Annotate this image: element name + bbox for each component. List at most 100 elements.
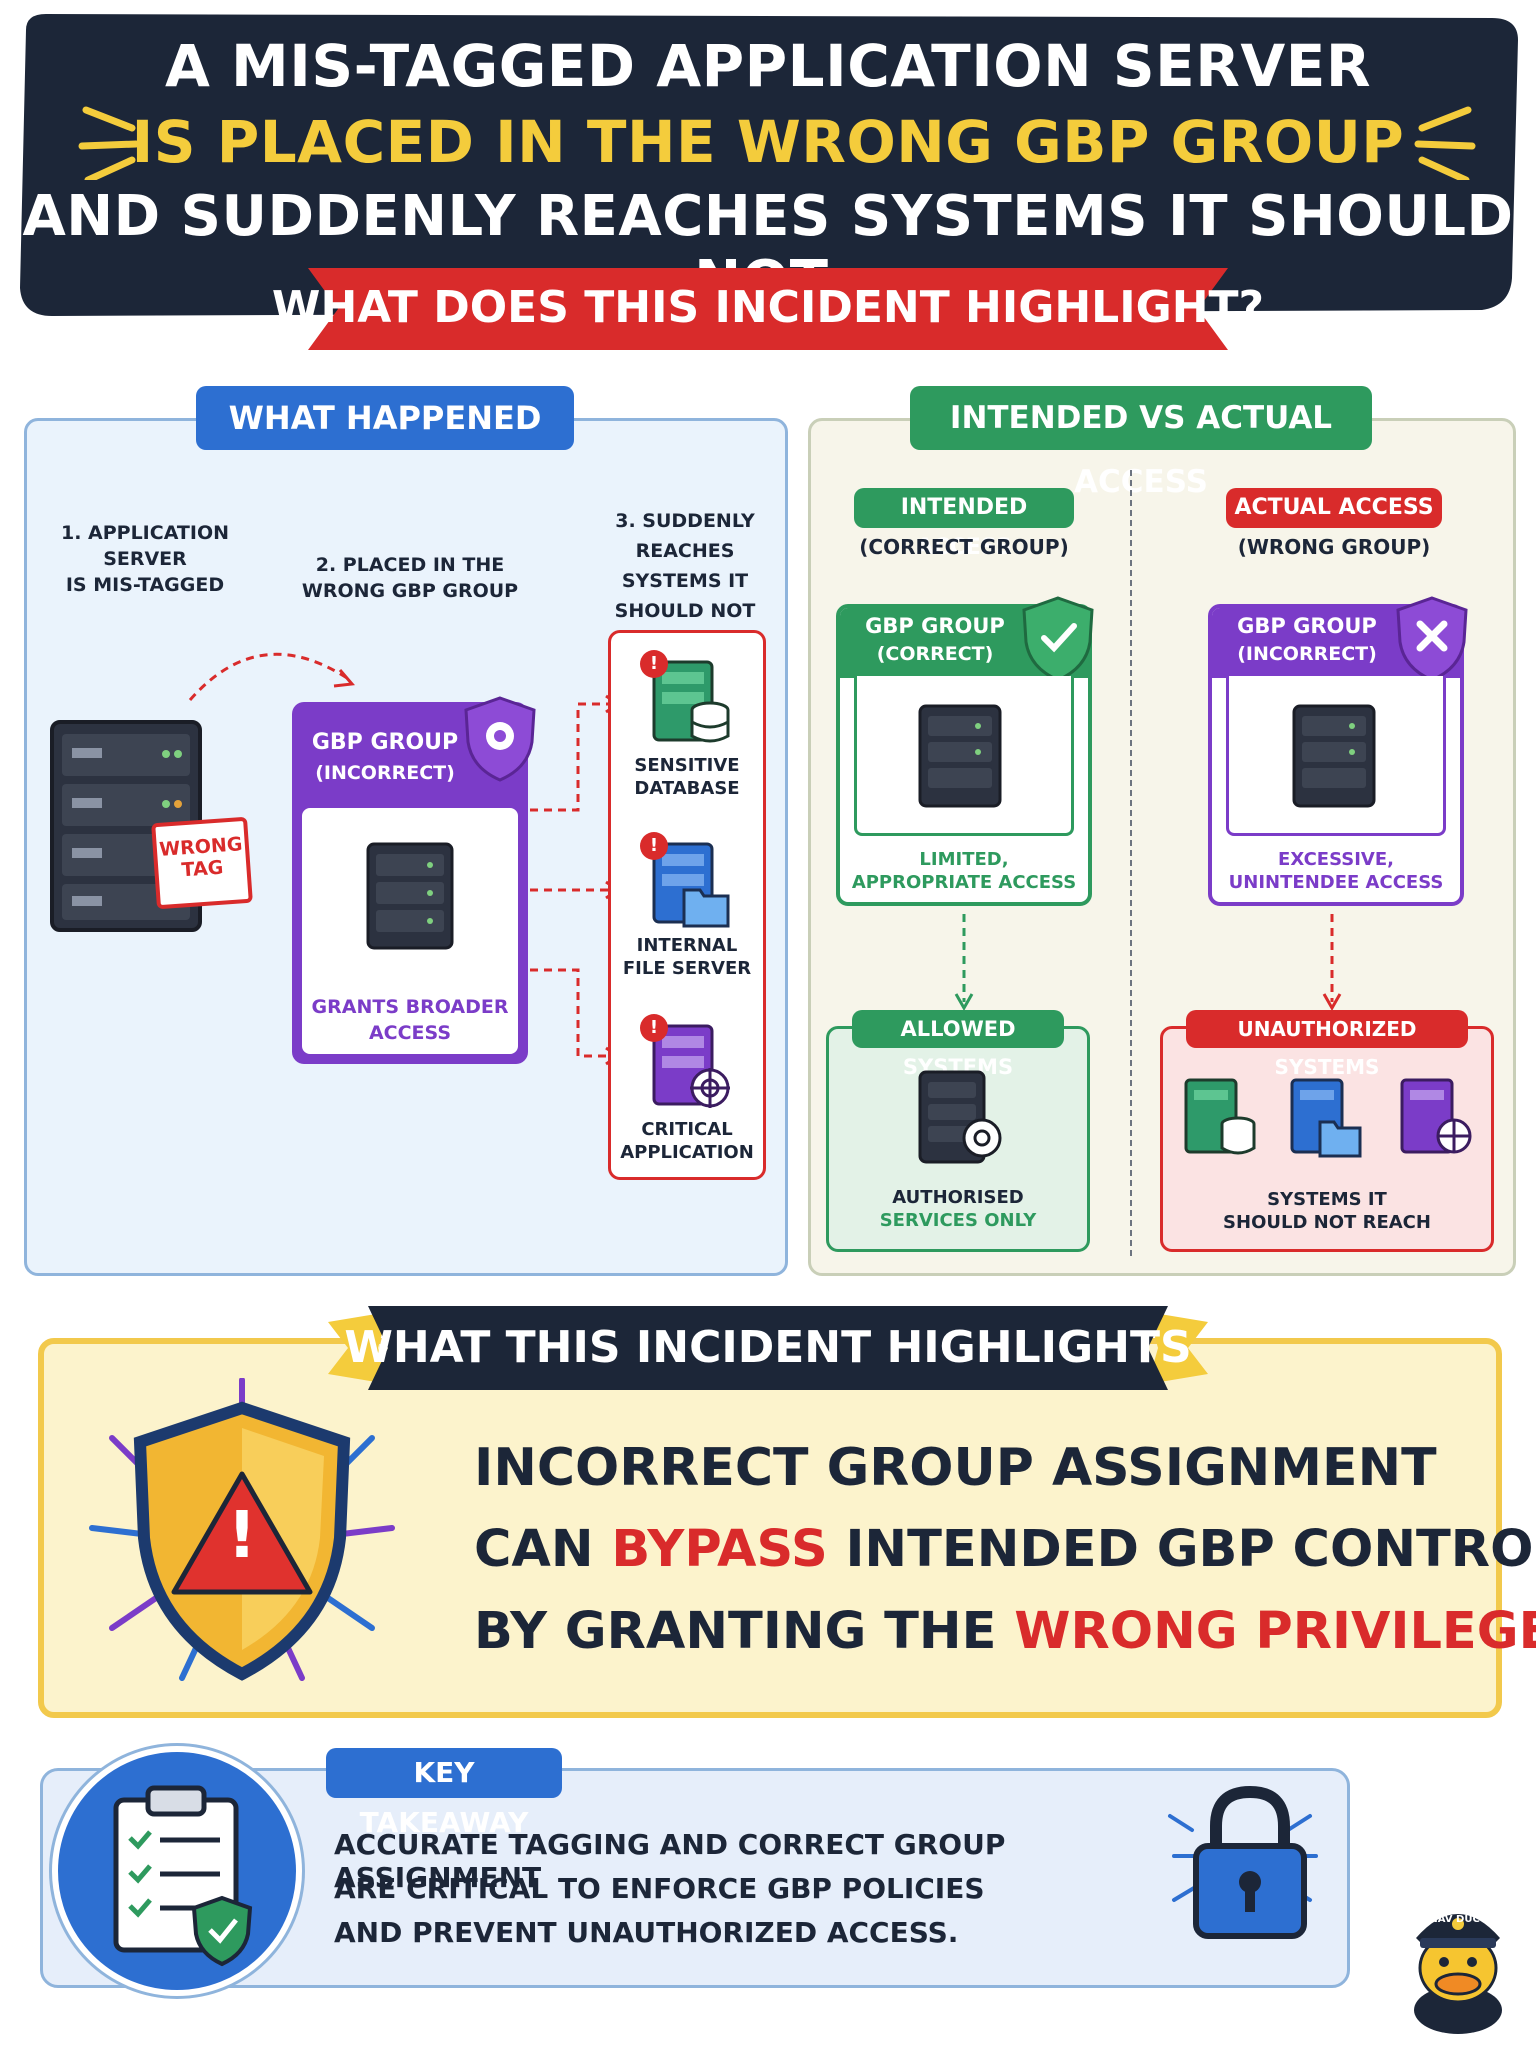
header-banner-bg [20,14,1518,316]
actual-group-line-b: (INCORRECT) [1237,643,1377,665]
target2-line-a: INTERNAL [636,935,738,956]
allowed-server-gear-icon [918,1070,1002,1164]
intended-down-arrow [954,914,974,1012]
intended-sub: (CORRECT GROUP) [859,535,1069,559]
intended-shield-icon [1022,596,1094,682]
highlights-line-1: INCORRECT GROUP ASSIGNMENT [474,1438,1437,1498]
unauthorized-line-a: SYSTEMS IT [1267,1189,1387,1210]
highlights-bypass: BYPASS [611,1520,828,1579]
step1-line-a: 1. APPLICATION SERVER [60,522,230,570]
question-ribbon: WHAT DOES THIS INCIDENT HIGHLIGHT? [268,262,1268,356]
step2-line-b: WRONG GBP GROUP [301,580,519,602]
unauthorized-systems-icons [1184,1078,1472,1158]
actual-down-arrow [1322,914,1342,1012]
intended-access-line-b: APPROPRIATE ACCESS [851,872,1077,893]
burst-right-icon [1414,106,1476,180]
alert-badge-3: ! [640,1014,668,1042]
highlights-line-2: CAN BYPASS INTENDED GBP CONTROLS [474,1520,1536,1579]
intended-access-line-a: LIMITED, [919,849,1009,870]
group-shield-icon [464,696,536,782]
padlock-icon [1168,1785,1318,1939]
comparison-divider [1130,470,1132,1256]
highlights-title: WHAT THIS INCIDENT HIGHLIGHTS [344,1322,1192,1373]
takeaway-pill: KEY TAKEAWAY [326,1748,562,1839]
intended-server-icon [918,704,1002,808]
alert-badge-1: ! [640,650,668,678]
left-gbp-group-line-a: GBP GROUP [311,730,459,755]
file-server-icon [652,842,730,928]
actual-pill: ACTUAL ACCESS [1226,488,1442,528]
allowed-systems-pill: ALLOWED SYSTEMS [852,1010,1064,1079]
highlights-line-2-post: INTENDED GBP CONTROLS [827,1520,1536,1579]
intended-group-line-a: GBP GROUP [865,614,1005,638]
grants-line-a: GRANTS BROADER [311,996,509,1018]
actual-sub: (WRONG GROUP) [1237,535,1431,559]
shield-alert-mark: ! [227,1499,257,1573]
question-text: WHAT DOES THIS INCIDENT HIGHLIGHT? [271,282,1265,333]
target1-line-b: DATABASE [634,778,740,799]
highlights-line-3-pre: BY GRANTING THE [474,1602,1015,1661]
unauthorized-line-b: SHOULD NOT REACH [1223,1212,1431,1233]
highlights-line-2-pre: CAN [474,1520,612,1579]
header-line-2: IS PLACED IN THE WRONG GBP GROUP [131,108,1405,176]
target3-label: CRITICAL APPLICATION [612,1118,762,1164]
step3-line-b: SYSTEMS IT [621,570,749,592]
highlights-ribbon: WHAT THIS INCIDENT HIGHLIGHTS [318,1302,1218,1394]
unauth-file-server-icon [1290,1078,1362,1158]
unauthorized-systems-label: SYSTEMS IT SHOULD NOT REACH [1164,1188,1490,1234]
duck-mascot-icon [1414,1914,1502,2034]
unauth-database-icon [1184,1078,1256,1155]
mascot-cap-text: NAV DUCT [1429,1914,1487,1925]
allowed-systems-label: AUTHORISED SERVICES ONLY [830,1186,1086,1232]
unauthorized-systems-pill: UNAUTHORIZED SYSTEMS [1186,1010,1468,1079]
intended-group-label: GBP GROUP (CORRECT) [840,612,1030,668]
target1-line-a: SENSITIVE [634,755,740,776]
header-line-1: A MIS-TAGGED APPLICATION SERVER [164,32,1372,100]
unauth-application-icon [1400,1078,1472,1154]
comparison-title: INTENDED VS ACTUAL ACCESS [910,386,1372,500]
alert-shield-icon [89,1378,395,1681]
takeaway-line-1: ACCURATE TAGGING AND CORRECT GROUP ASSIG… [334,1828,1006,1894]
left-gbp-group-label: GBP GROUP (INCORRECT) [300,728,470,788]
takeaway-line-3: AND PREVENT UNAUTHORIZED ACCESS. [334,1916,959,1949]
actual-server-icon [1292,704,1376,808]
header-banner [12,10,1524,320]
step3-label: 3. SUDDENLY REACHES SYSTEMS IT SHOULD NO… [570,506,800,626]
target2-label: INTERNAL FILE SERVER [612,934,762,980]
step1-label: 1. APPLICATION SERVER IS MIS-TAGGED [30,520,260,598]
what-happened-title: WHAT HAPPENED [196,386,574,450]
intended-pill: INTENDED ACCESS [854,488,1074,560]
highlights-line-3: BY GRANTING THE WRONG PRIVILEGES. [474,1602,1536,1661]
actual-shield-x-icon [1396,596,1468,682]
step3-line-c: SHOULD NOT [614,600,756,622]
burst-left-icon [78,106,140,180]
wrong-tag: WRONG TAG [151,816,253,910]
step2-line-a: 2. PLACED IN THE [315,554,505,576]
grants-line-b: ACCESS [368,1022,452,1044]
alert-badge-2: ! [640,832,668,860]
left-group-server-icon [366,842,454,950]
target1-label: SENSITIVE DATABASE [612,754,762,800]
takeaway-line-2: ARE CRITICAL TO ENFORCE GBP POLICIES [334,1872,985,1905]
clipboard-check-icon [113,1785,253,1967]
step2-label: 2. PLACED IN THE WRONG GBP GROUP [290,552,530,604]
target3-line-b: APPLICATION [620,1142,754,1163]
intended-group-line-b: (CORRECT) [876,643,994,665]
actual-group-label: GBP GROUP (INCORRECT) [1212,612,1402,668]
actual-access-label: EXCESSIVE, UNINTENDEE ACCESS [1212,848,1460,894]
actual-group-inner [1226,676,1446,836]
sensitive-database-icon [652,660,730,743]
highlights-wrong-privileges: WRONG PRIVILEGES. [1014,1602,1536,1661]
intended-access-label: LIMITED, APPROPRIATE ACCESS [840,848,1088,894]
mistag-arc-arrow [188,652,355,701]
actual-group-line-a: GBP GROUP [1237,614,1377,638]
step3-line-a: 3. SUDDENLY REACHES [615,510,755,562]
target3-line-a: CRITICAL [641,1119,733,1140]
actual-access-line-a: EXCESSIVE, [1278,849,1394,870]
step1-line-b: IS MIS-TAGGED [65,574,225,596]
allowed-systems-line-a: AUTHORISED [892,1187,1024,1208]
allowed-systems-line-b: SERVICES ONLY [879,1210,1037,1231]
left-gbp-group-line-b: (INCORRECT) [315,762,455,784]
actual-access-line-b: UNINTENDEE ACCESS [1228,872,1444,893]
grants-broader-label: GRANTS BROADER ACCESS [302,994,518,1046]
